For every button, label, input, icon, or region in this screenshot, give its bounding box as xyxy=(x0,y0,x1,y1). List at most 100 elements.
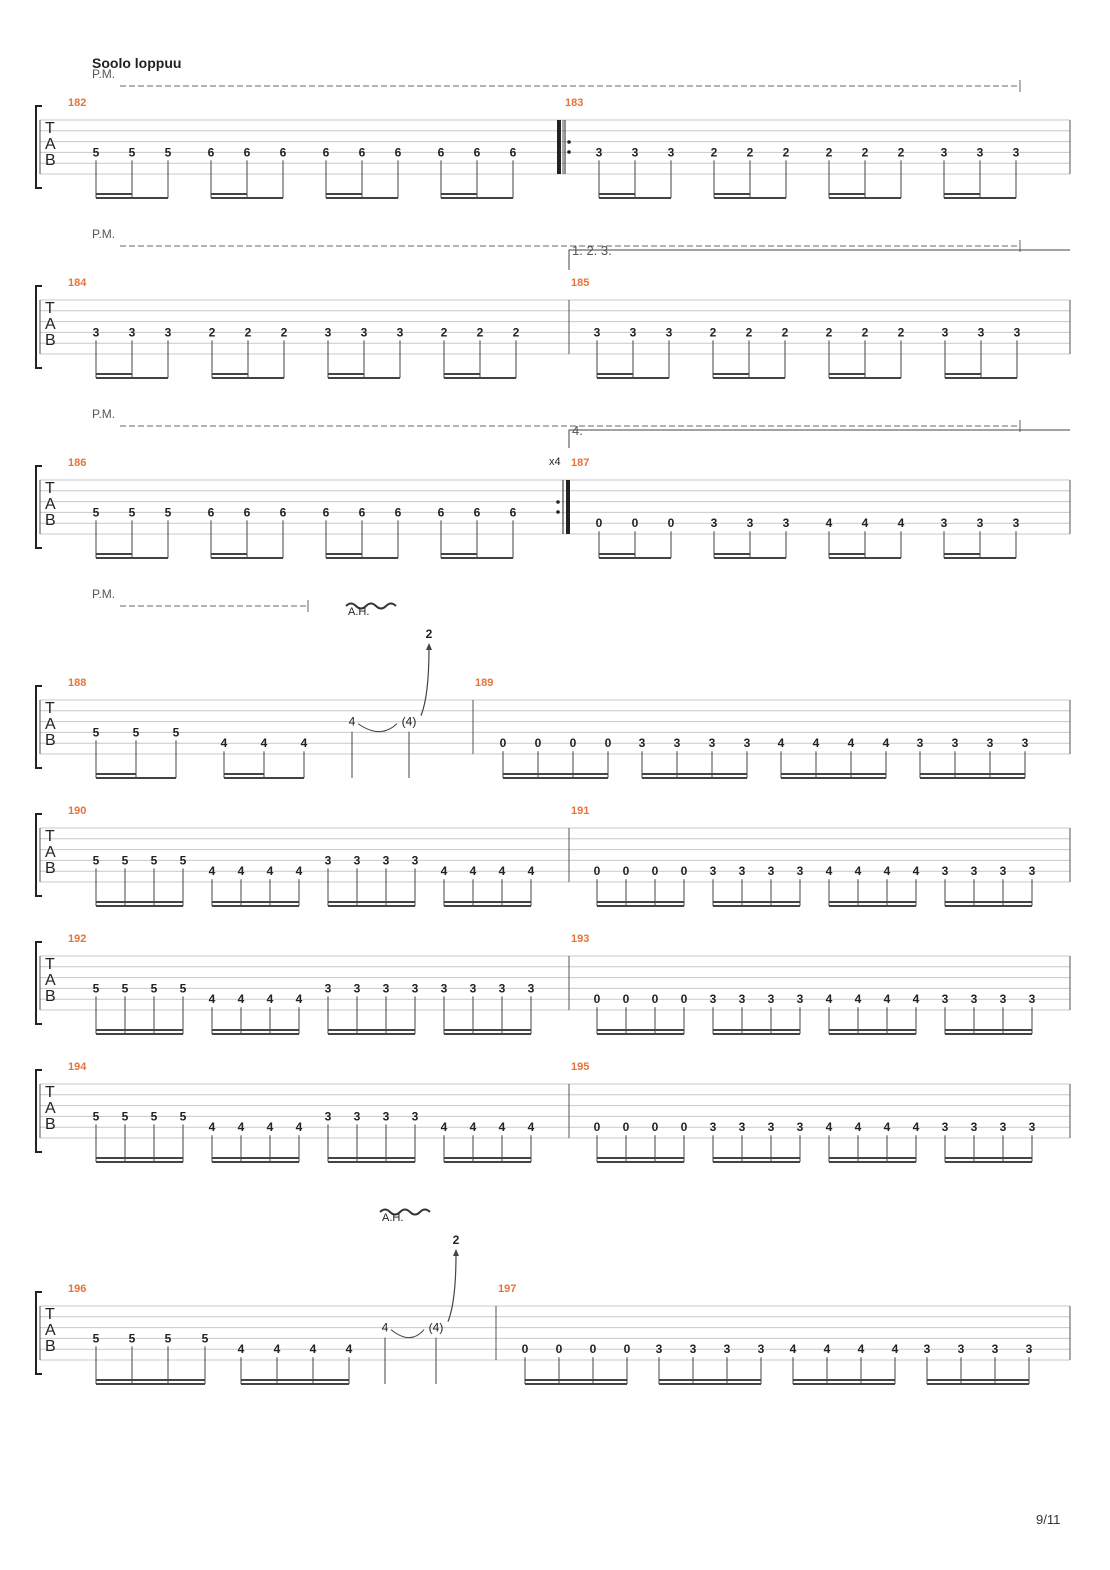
tab-system xyxy=(35,813,1071,907)
fret-number: 3 xyxy=(987,736,994,750)
fret-number: 0 xyxy=(623,864,630,878)
fret-number: 3 xyxy=(724,1342,731,1356)
fret-number: 4 xyxy=(470,864,477,878)
fret-number: 3 xyxy=(992,1342,999,1356)
fret-number: 3 xyxy=(596,145,603,159)
fret-number: 4 xyxy=(238,864,245,878)
fret-number: 3 xyxy=(630,325,637,339)
palm-mute-label: P.M. xyxy=(92,67,115,81)
fret-number: 3 xyxy=(941,145,948,159)
fret-number: 2 xyxy=(862,325,869,339)
fret-number: 3 xyxy=(942,864,949,878)
fret-number: 6 xyxy=(438,505,445,519)
palm-mute-label: P.M. xyxy=(92,227,115,241)
fret-number: 5 xyxy=(122,1109,129,1123)
tab-system xyxy=(35,941,1071,1035)
fret-number: 3 xyxy=(739,992,746,1006)
measure-number: 185 xyxy=(571,277,589,289)
fret-number: 0 xyxy=(681,992,688,1006)
tab-clef-a: A xyxy=(45,136,56,153)
fret-number: 3 xyxy=(942,992,949,1006)
measure-number: 193 xyxy=(571,933,589,945)
fret-number: 3 xyxy=(674,736,681,750)
harmonic-marker xyxy=(345,602,397,610)
fret-number: 4 xyxy=(296,864,303,878)
palm-mute-label: P.M. xyxy=(92,587,115,601)
fret-number: 4 xyxy=(883,736,890,750)
fret-number: 3 xyxy=(783,516,790,530)
fret-number: 4 xyxy=(499,864,506,878)
fret-number: 3 xyxy=(1000,1120,1007,1134)
fret-number: 4 xyxy=(826,516,833,530)
fret-number: 3 xyxy=(1026,1342,1033,1356)
fret-number: 5 xyxy=(202,1331,209,1345)
fret-number: 0 xyxy=(623,992,630,1006)
harmonic-label: A.H. xyxy=(382,1212,403,1224)
fret-number: 4 xyxy=(913,992,920,1006)
tab-clef-t: T xyxy=(45,1084,55,1101)
system-bracket xyxy=(35,941,42,1025)
tie-arc xyxy=(357,723,398,733)
fret-number: 5 xyxy=(129,505,136,519)
fret-number: 3 xyxy=(354,981,361,995)
harmonic-label: A.H. xyxy=(348,606,369,618)
tab-system xyxy=(35,105,1071,199)
fret-number: 3 xyxy=(977,516,984,530)
tab-clef-a: A xyxy=(45,496,56,513)
fret-number: 3 xyxy=(325,1109,332,1123)
fret-number: 3 xyxy=(768,992,775,1006)
tab-clef-a: A xyxy=(45,972,56,989)
fret-number: 5 xyxy=(151,1109,158,1123)
fret-number: 6 xyxy=(359,505,366,519)
fret-number: 2 xyxy=(710,325,717,339)
fret-number: 3 xyxy=(1022,736,1029,750)
fret-number: 5 xyxy=(93,1109,100,1123)
measure-number: 189 xyxy=(475,677,493,689)
fret-number: 2 xyxy=(711,145,718,159)
fret-number: 4 xyxy=(813,736,820,750)
fret-number: 4 xyxy=(209,1120,216,1134)
fret-number: 5 xyxy=(129,145,136,159)
tab-clef-b: B xyxy=(45,152,56,169)
tab-clef-b: B xyxy=(45,512,56,529)
fret-number: 0 xyxy=(605,736,612,750)
fret-number: 5 xyxy=(165,505,172,519)
fret-number: 3 xyxy=(383,981,390,995)
fret-number: 4 xyxy=(267,864,274,878)
fret-number: 3 xyxy=(639,736,646,750)
tab-clef-a: A xyxy=(45,844,56,861)
tab-clef-a: A xyxy=(45,716,56,733)
tab-clef-t: T xyxy=(45,120,55,137)
fret-number: 4 xyxy=(528,864,535,878)
fret-number: 0 xyxy=(681,864,688,878)
fret-number: 3 xyxy=(711,516,718,530)
tab-clef-t: T xyxy=(45,700,55,717)
fret-number: 2 xyxy=(477,325,484,339)
fret-number: 3 xyxy=(941,516,948,530)
tab-system xyxy=(35,1208,1071,1385)
fret-number: 3 xyxy=(942,1120,949,1134)
fret-number: 3 xyxy=(499,981,506,995)
volta-bracket xyxy=(568,429,1070,448)
fret-number: 4 xyxy=(528,1120,535,1134)
fret-number: 3 xyxy=(710,864,717,878)
bend-arrowhead xyxy=(426,643,432,650)
repeat-dot xyxy=(556,510,560,514)
fret-number: 3 xyxy=(354,853,361,867)
tab-system xyxy=(35,1069,1071,1163)
fret-number: 3 xyxy=(1029,864,1036,878)
fret-number: 2 xyxy=(826,145,833,159)
fret-number: 2 xyxy=(826,325,833,339)
fret-number: 3 xyxy=(528,981,535,995)
palm-mute-label: P.M. xyxy=(92,407,115,421)
fret-number: 4 xyxy=(898,516,905,530)
fret-number: 2 xyxy=(782,325,789,339)
system-bracket xyxy=(35,685,42,769)
fret-number: 4 xyxy=(826,864,833,878)
fret-number: 3 xyxy=(977,145,984,159)
fret-number: 5 xyxy=(93,853,100,867)
section-label: Soolo loppuu xyxy=(92,55,181,71)
fret-number: 6 xyxy=(208,145,215,159)
fret-number: 6 xyxy=(359,145,366,159)
